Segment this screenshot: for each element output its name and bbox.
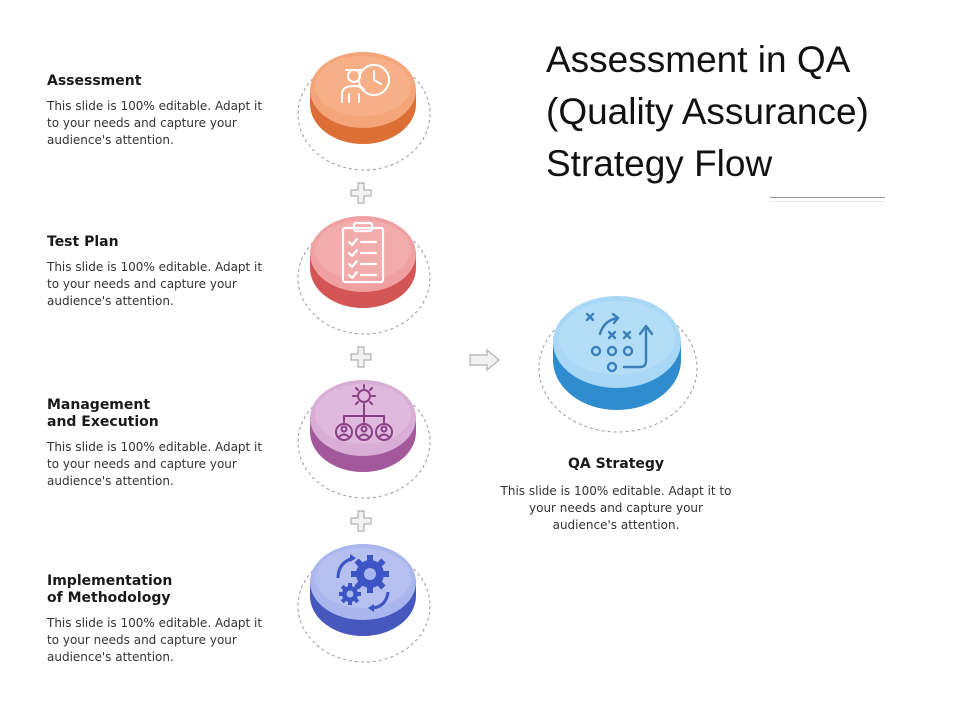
implementation-methodology-node [296, 540, 432, 663]
plus-icon [349, 345, 373, 369]
worker-clock-icon [336, 60, 396, 110]
step-title: Implementation of Methodology [47, 573, 173, 606]
right-arrow-icon [468, 348, 502, 372]
qa-strategy-title: QA Strategy [567, 456, 665, 472]
step-description: This slide is 100% editable. Adapt it to… [47, 440, 263, 488]
strategy-play-icon [582, 308, 658, 376]
test-plan-node [296, 212, 432, 335]
step-management-execution: Management and Execution This slide is 1… [47, 397, 277, 490]
step-title: Assessment [47, 73, 142, 89]
qa-strategy-description: This slide is 100% editable. Adapt it to… [500, 484, 732, 532]
step-implementation-methodology: Implementation of Methodology This slide… [47, 573, 277, 666]
step-assessment: Assessment This slide is 100% editable. … [47, 73, 277, 149]
qa-strategy-text: QA Strategy This slide is 100% editable.… [500, 456, 732, 534]
gears-cycle-icon [332, 550, 396, 614]
clipboard-checklist-icon [340, 220, 386, 284]
step-title: Management and Execution [47, 397, 159, 430]
step-description: This slide is 100% editable. Adapt it to… [47, 99, 263, 147]
qa-strategy-node [538, 290, 700, 434]
step-test-plan: Test Plan This slide is 100% editable. A… [47, 234, 277, 310]
page-title: Assessment in QA (Quality Assurance) Str… [546, 39, 869, 184]
title-underline [770, 197, 885, 203]
gear-org-chart-icon [334, 382, 394, 448]
step-title: Test Plan [47, 234, 119, 250]
assessment-node [296, 48, 432, 171]
plus-icon [349, 181, 373, 205]
plus-icon [349, 509, 373, 533]
step-description: This slide is 100% editable. Adapt it to… [47, 260, 263, 308]
step-description: This slide is 100% editable. Adapt it to… [47, 616, 263, 664]
management-execution-node [296, 376, 432, 499]
